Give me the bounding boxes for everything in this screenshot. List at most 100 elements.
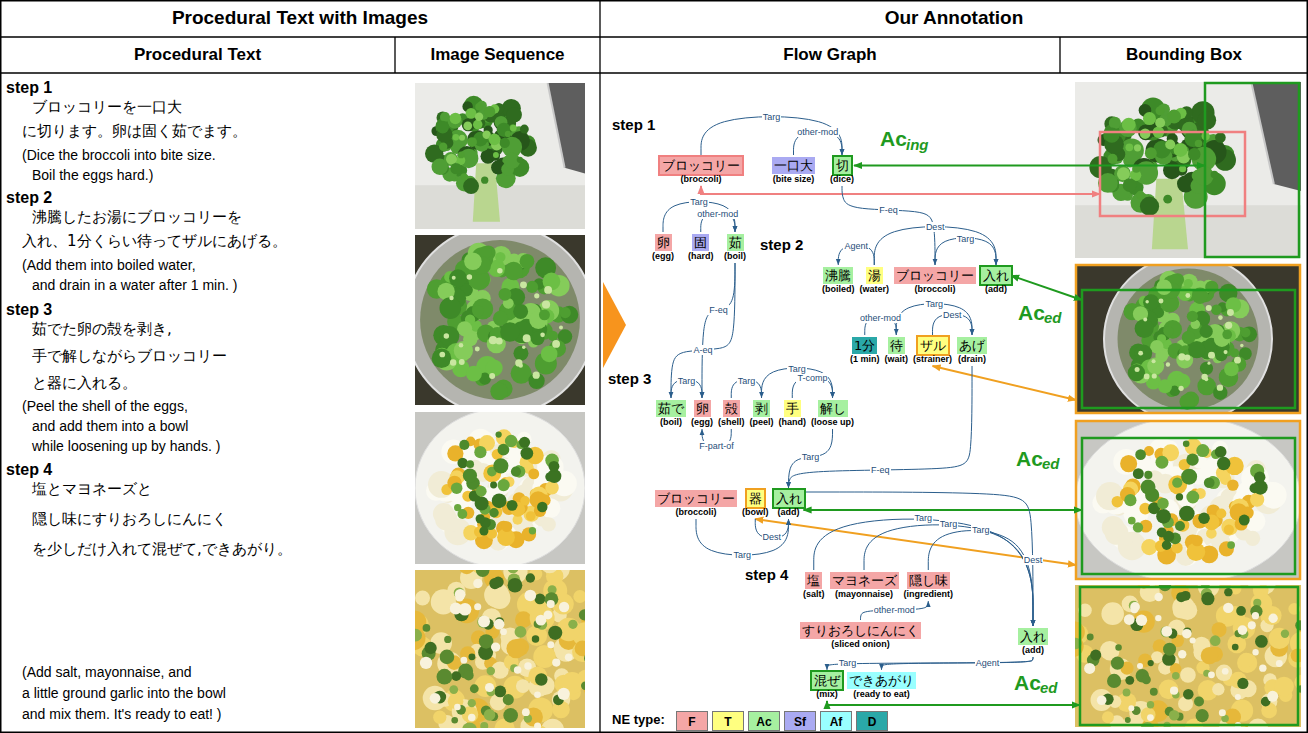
photo-detail [1147,714,1154,721]
photo-detail [494,686,506,698]
relation-label: F-eq [878,205,899,215]
photo-detail [470,684,479,693]
action-tag: Ac [1018,302,1045,323]
entity-term: 1分 [852,337,877,354]
photo-detail [466,460,474,468]
photo-detail [472,298,493,319]
photo-detail [1140,128,1151,139]
relation-label: Targ [737,376,757,386]
photo-detail [1133,306,1148,321]
photo-detail [1216,508,1226,518]
photo-detail [1125,676,1134,685]
photo-detail [496,337,503,344]
photo-ground [1075,585,1301,727]
column-header: Flow Graph [600,45,1060,65]
photo-detail [540,333,545,338]
entity-gloss: (broccoli) [680,174,721,184]
image-link [933,366,1076,400]
photo-detail [1141,539,1157,555]
photo-detail [526,511,536,521]
photo-detail [1206,305,1212,311]
entity-gloss: (1 min) [850,354,880,364]
photo-detail [1185,293,1190,298]
recipe-text: に切ります。卵は固く茹でます。 [22,122,247,140]
photo-detail [524,590,536,602]
photo-detail [459,359,465,365]
entity-term: 剥 [753,400,770,417]
photo-detail [541,517,555,531]
relation-label: Targ [677,376,697,386]
photo-detail [504,262,522,280]
entity-gloss: (egg) [652,251,674,261]
photo-detail [453,134,459,140]
photo-detail [501,521,512,532]
photo-detail [1163,326,1173,336]
photo-detail [1207,362,1210,365]
photo-detail [565,654,573,662]
photo-detail [484,709,496,721]
photo-detail [561,306,579,324]
photo-detail [436,121,449,134]
photo-detail [1148,585,1160,586]
photo-detail [511,467,521,477]
photo-detail [1156,279,1171,294]
photo-detail [498,479,510,491]
photo-detail [1248,621,1256,629]
photo-detail [497,123,511,137]
relation-arc [827,657,1033,670]
image-link [1011,276,1082,301]
entity-term: あげ [957,337,987,354]
photo-detail [1276,660,1283,667]
photo-detail [1237,653,1257,673]
photo-detail [1125,143,1133,151]
legend-text: Ac [756,715,771,729]
photo-detail [1159,299,1164,304]
entity-term: 切 [834,157,851,174]
legend-swatch: Sf [784,711,816,731]
photo-detail [1235,694,1241,700]
photo-detail [430,693,441,704]
action-tag: Ac [1014,672,1041,693]
photo-detail [454,341,473,360]
entity-node: 隠し味(ingredient) [904,570,954,601]
pot [415,235,585,405]
legend-swatch: Ac [748,711,780,731]
photo-detail [532,635,539,642]
action-tag: Ac [1016,448,1043,469]
entity-gloss: (boil) [660,417,682,427]
photo-detail [559,602,569,612]
entity-gloss: (hard) [688,251,714,261]
photo-detail [1172,478,1182,488]
photo-detail [520,254,535,269]
photo-detail [522,346,526,350]
relation-label: Targ [762,112,782,122]
entity-gloss: (hand) [779,417,807,427]
recipe-text: 塩とマヨネーズと [32,480,152,498]
knife [1251,82,1301,191]
entity-node: 待(wait) [885,335,909,366]
photo-detail [457,321,472,336]
photo-detail [1196,709,1209,722]
photo-detail [1196,444,1209,457]
entity-gloss: (add) [985,284,1007,294]
photo-detail [437,669,453,685]
photo-detail [474,446,486,458]
relation-label: Dest [762,532,783,542]
photo-detail [1124,614,1135,625]
photo-detail [1115,644,1121,650]
photo-detail [1155,615,1161,621]
photo-detail [507,570,518,573]
photo-detail [1087,634,1094,641]
photo-detail [1227,309,1234,316]
photo-detail [1259,664,1266,671]
entity-term: 殻 [723,400,740,417]
photo-detail [1208,671,1215,678]
photo-detail [450,113,461,124]
photo-detail [1176,493,1183,500]
photo-detail [476,514,485,523]
photo-detail [1268,614,1277,623]
photo-detail [1238,625,1248,635]
entity-gloss: (strainer) [913,354,952,364]
photo-detail [1184,279,1193,288]
photo-detail [548,626,562,640]
